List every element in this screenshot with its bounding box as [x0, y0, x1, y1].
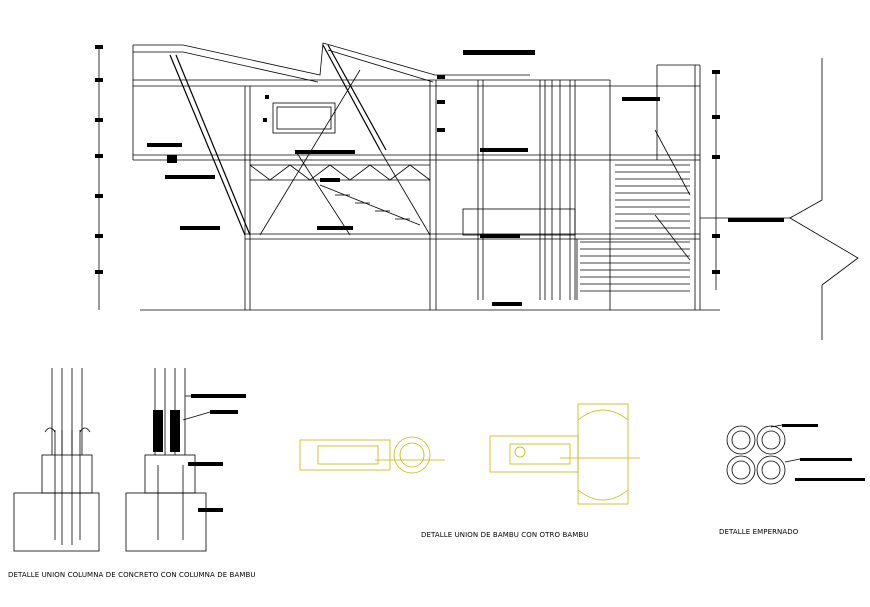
- caption-bolted-detail: DETALLE EMPERNADO: [719, 528, 799, 536]
- detail-bolted: [726, 424, 865, 485]
- detail-concrete-bamboo-joint: [13, 368, 246, 552]
- building-section: [95, 42, 859, 340]
- caption-bamboo-bamboo-joint: DETALLE UNION DE BAMBU CON OTRO BAMBU: [421, 531, 589, 539]
- caption-concrete-bamboo-joint: DETALLE UNION COLUMNA DE CONCRETO CON CO…: [8, 571, 256, 579]
- detail-bamboo-bamboo-joint: [299, 403, 640, 505]
